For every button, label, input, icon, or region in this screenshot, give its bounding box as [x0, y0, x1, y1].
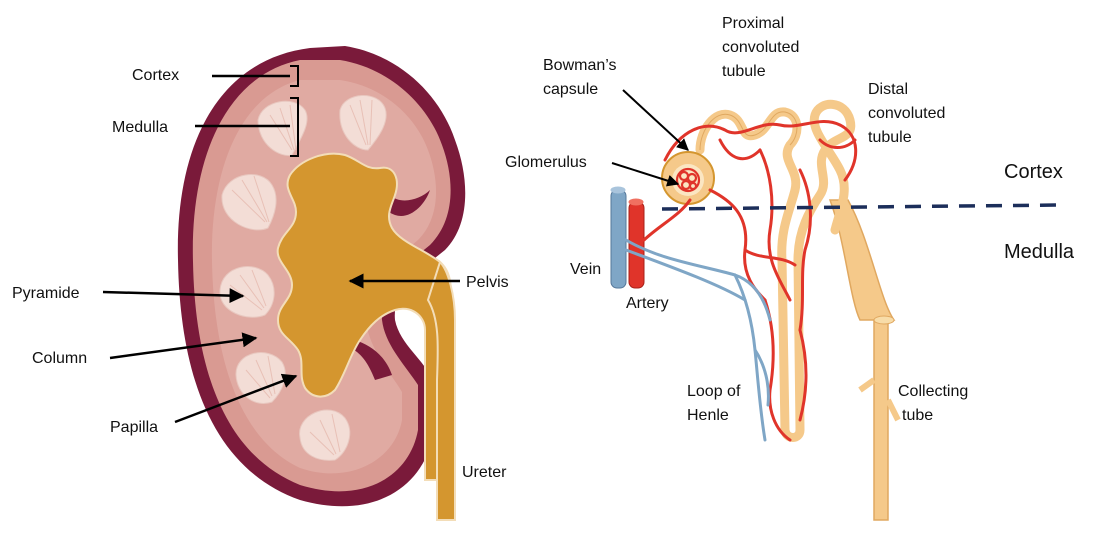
collecting-duct — [830, 200, 894, 520]
label-medulla: Medulla — [112, 119, 168, 136]
label-proximal-tubule: Proximal convoluted tubule — [722, 15, 804, 80]
label-medulla-region: Medulla — [1004, 241, 1075, 263]
label-distal-tubule: Distal convoluted tubule — [868, 81, 950, 146]
vein-vessel — [611, 190, 626, 288]
label-vein: Vein — [570, 261, 601, 278]
label-cortex: Cortex — [132, 67, 179, 84]
label-bowmans-capsule: Bowman’s capsule — [543, 57, 621, 98]
label-glomerulus: Glomerulus — [505, 154, 587, 171]
artery-top — [629, 199, 644, 206]
label-pelvis: Pelvis — [466, 274, 509, 291]
label-papilla: Papilla — [110, 419, 158, 436]
label-column: Column — [32, 350, 87, 367]
vein-top — [611, 187, 626, 194]
nephron-illustration — [611, 104, 1063, 520]
kidney-illustration — [178, 46, 465, 520]
label-loop-of-henle: Loop of Henle — [687, 383, 745, 424]
collecting-duct-top — [874, 316, 894, 324]
cortex-medulla-boundary — [662, 205, 1062, 209]
bowman-arrow — [623, 90, 688, 150]
label-pyramide: Pyramide — [12, 285, 80, 302]
label-cortex-region: Cortex — [1004, 161, 1063, 183]
label-ureter: Ureter — [462, 464, 507, 481]
label-artery: Artery — [626, 295, 669, 312]
label-collecting-tube: Collecting tube — [898, 383, 973, 424]
